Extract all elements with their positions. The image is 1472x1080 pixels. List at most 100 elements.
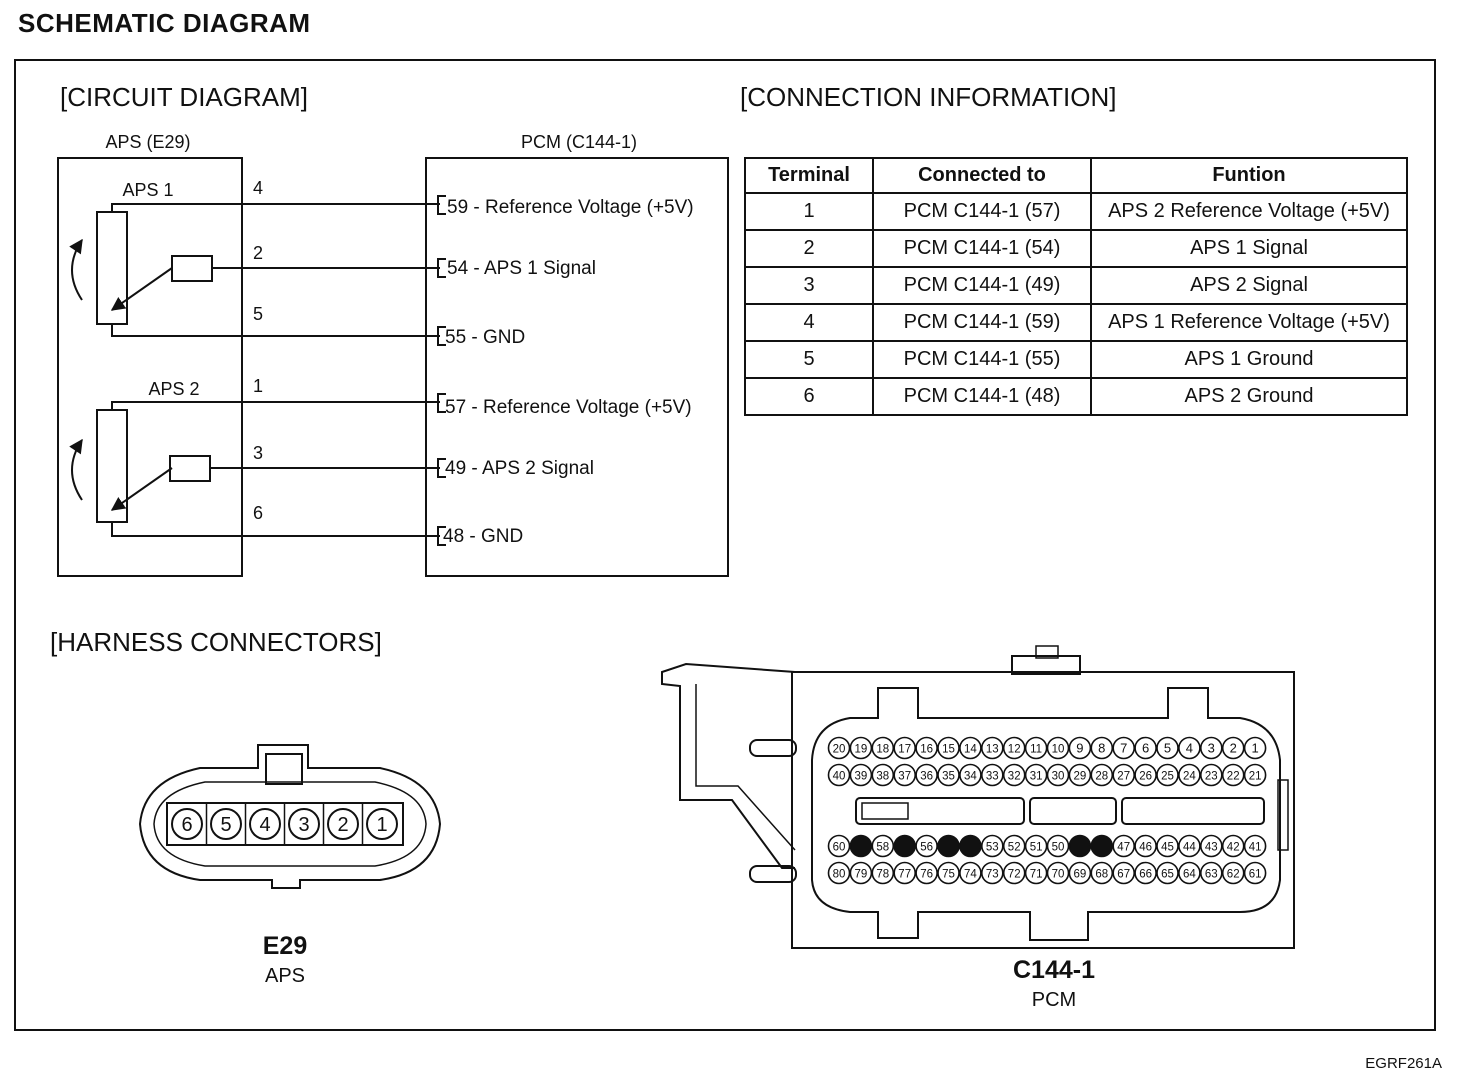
c144-pin-number: 29: [1074, 771, 1087, 783]
c144-pin: [1002, 763, 1026, 787]
figure-frame: [14, 59, 1436, 1031]
e29-connector-id: E29: [262, 932, 308, 960]
c144-pin-used: [893, 834, 917, 858]
table-row: 5 PCM C144-1 (55) APS 1 Ground: [744, 340, 1408, 379]
pcm-pin-59-label: 59 - Reference Voltage (+5V): [447, 197, 694, 218]
table-cell: APS 2 Reference Voltage (+5V): [1090, 192, 1408, 231]
e29-lock-tab: [265, 753, 303, 785]
c144-pin-number: 31: [1030, 771, 1043, 783]
c144-pin-number: 52: [1008, 842, 1021, 854]
c144-pin-number: 71: [1030, 869, 1043, 881]
c144-pin-number: 42: [1227, 842, 1240, 854]
e29-pin-number: 2: [337, 814, 348, 836]
c144-pin: [937, 763, 960, 787]
aps2-pin-signal-number: 3: [253, 443, 263, 463]
c144-pin: [1243, 861, 1267, 885]
c144-pin-used: [849, 834, 873, 858]
c144-pin-number: 28: [1095, 771, 1108, 783]
c144-pin-number: 78: [876, 869, 889, 881]
c144-pin: [1024, 736, 1048, 760]
c144-pin-number: 22: [1227, 771, 1240, 783]
c144-center-slot: [1121, 797, 1265, 825]
c144-pin: [1243, 736, 1267, 760]
c144-pin: [1178, 736, 1201, 760]
pcm-terminal-bracket: [437, 195, 446, 215]
pcm-pin-54-label: 54 - APS 1 Signal: [447, 258, 596, 279]
pcm-terminal-bracket: [437, 326, 446, 346]
e29-pin: [171, 808, 203, 840]
aps1-ref-wire: [111, 203, 440, 212]
c144-pin: [871, 763, 895, 787]
aps2-motion-arrow: [69, 438, 83, 501]
c144-pin: [937, 861, 960, 885]
c144-pin-number: 62: [1227, 869, 1240, 881]
table-cell: APS 1 Ground: [1090, 340, 1408, 379]
table-cell: APS 2 Signal: [1090, 266, 1408, 305]
table-cell: 1: [744, 192, 874, 231]
page-title: SCHEMATIC DIAGRAM: [18, 8, 311, 38]
c144-pin-number: 66: [1139, 869, 1152, 881]
table-header-row: Terminal Connected to Funtion: [744, 157, 1408, 194]
aps1-gnd-wire: [111, 324, 440, 337]
c144-pin: [1112, 861, 1135, 885]
c144-pin-used: [937, 834, 960, 858]
aps2-wiper-arrow: [110, 467, 173, 511]
e29-pin-number: 1: [376, 814, 387, 836]
table-cell: 4: [744, 303, 874, 342]
aps1-pin-signal-number: 2: [253, 243, 263, 263]
c144-pin-number: 76: [920, 869, 933, 881]
e29-housing: [138, 744, 442, 889]
c144-side-rib: [1277, 779, 1289, 851]
c144-pin-number: 14: [964, 744, 977, 756]
table-cell: PCM C144-1 (55): [872, 340, 1092, 379]
c144-pin-number: 12: [1008, 744, 1021, 756]
c144-pin: [1112, 834, 1135, 858]
c144-pin-number: 68: [1095, 869, 1108, 881]
pcm-pin-48-label: 48 - GND: [443, 526, 523, 547]
aps-box-label: APS (E29): [105, 132, 190, 152]
c144-pin: [1178, 763, 1201, 787]
c144-pin-number: 56: [920, 842, 933, 854]
c144-pin-number: 18: [876, 744, 889, 756]
pcm-terminal-bracket: [437, 393, 446, 413]
c144-pin: [827, 834, 851, 858]
c144-pin: [1156, 861, 1179, 885]
c144-pin: [1046, 834, 1070, 858]
c144-pin: [871, 861, 895, 885]
c144-pin: [1090, 861, 1114, 885]
pcm-pin-55-label: 55 - GND: [445, 327, 525, 348]
c144-pin-number: 64: [1183, 869, 1196, 881]
c144-top-tab-knob: [1035, 645, 1059, 659]
c144-pin: [1024, 763, 1048, 787]
pcm-box: [425, 157, 729, 577]
table-cell: PCM C144-1 (54): [872, 229, 1092, 268]
c144-pin: [1200, 861, 1223, 885]
c144-pin: [1112, 763, 1135, 787]
c144-pin: [1200, 736, 1223, 760]
e29-pin: [366, 808, 398, 840]
c144-pin: [1178, 834, 1201, 858]
c144-pin: [1046, 736, 1070, 760]
c144-center-slot: [855, 797, 1025, 825]
c144-pin-number: 36: [920, 771, 933, 783]
table-row: 3 PCM C144-1 (49) APS 2 Signal: [744, 266, 1408, 305]
c144-pin-number: 19: [855, 744, 868, 756]
c144-pin: [1221, 861, 1245, 885]
c144-pin-number: 13: [986, 744, 999, 756]
aps1-pin-ref-number: 4: [253, 178, 263, 198]
aps-box: [57, 157, 243, 577]
e29-pin: [210, 808, 242, 840]
c144-pin: [1134, 834, 1157, 858]
e29-pin: [249, 808, 281, 840]
c144-latch-lever-inner: [695, 684, 796, 851]
c144-pin: [1068, 861, 1092, 885]
c144-pin-number: 17: [898, 744, 911, 756]
aps2-ref-wire: [111, 401, 440, 410]
c144-pin-number: 30: [1052, 771, 1065, 783]
c144-pin-number: 53: [986, 842, 999, 854]
c144-pin-number: 11: [1030, 744, 1042, 756]
c144-pin-number: 50: [1052, 842, 1065, 854]
c144-pin-number: 75: [942, 869, 955, 881]
c144-pin: [1112, 736, 1135, 760]
c144-pin-number: 46: [1139, 842, 1152, 854]
